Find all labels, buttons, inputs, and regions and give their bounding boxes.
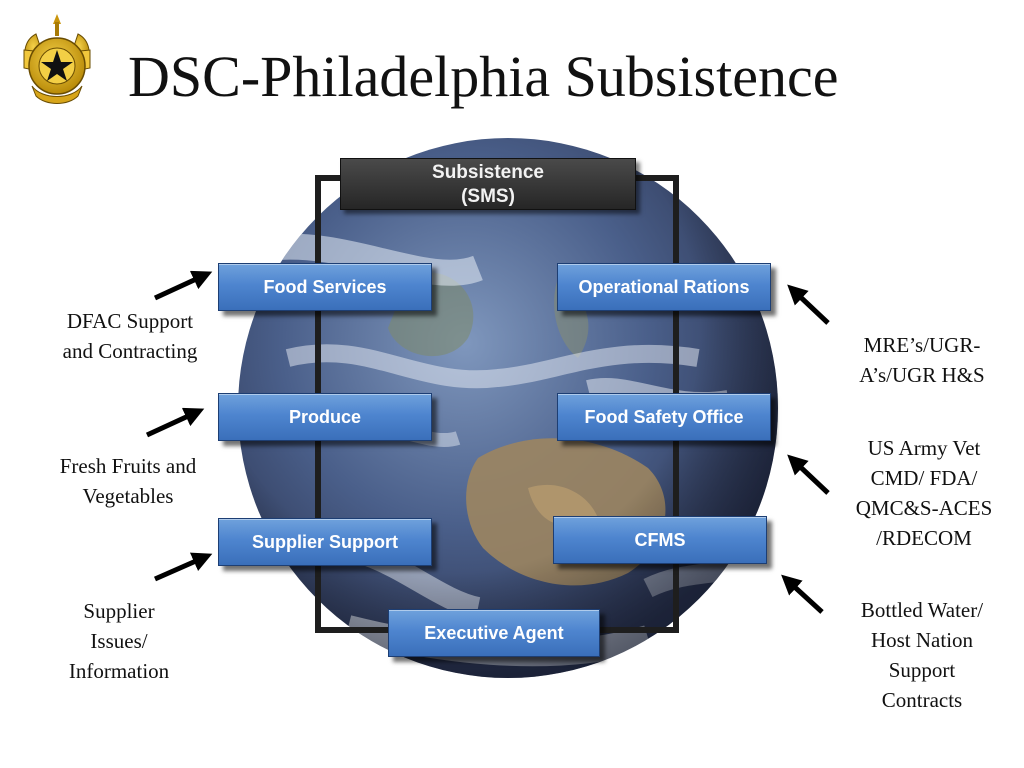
note-us-army-vet: US Army Vet CMD/ FDA/ QMC&S-ACES /RDECOM xyxy=(832,433,1016,553)
note-line: Support xyxy=(888,658,956,682)
note-line: A’s/UGR H&S xyxy=(859,363,985,387)
note-dfac: DFAC Support and Contracting xyxy=(40,306,220,366)
executive-agent-box: Executive Agent xyxy=(388,609,600,657)
note-line: and Contracting xyxy=(62,339,198,363)
arrow-right-3 xyxy=(781,574,824,614)
note-mre: MRE’s/UGR- A’s/UGR H&S xyxy=(834,330,1010,390)
note-line: Information xyxy=(68,659,170,683)
operational-rations-box: Operational Rations xyxy=(557,263,771,311)
cfms-box: CFMS xyxy=(553,516,767,564)
note-line: QMC&S-ACES xyxy=(855,496,993,520)
sms-header-box: Subsistence (SMS) xyxy=(340,158,636,210)
sms-header-line2: (SMS) xyxy=(461,186,515,207)
arrow-left-1 xyxy=(153,270,213,301)
sms-header-line1: Subsistence xyxy=(432,162,544,183)
note-bottled-water: Bottled Water/ Host Nation Support Contr… xyxy=(834,595,1010,715)
note-line: MRE’s/UGR- xyxy=(863,333,981,357)
note-line: Vegetables xyxy=(82,484,174,508)
note-supplier-issues: Supplier Issues/ Information xyxy=(40,596,198,686)
arrow-right-2 xyxy=(787,454,830,495)
arrow-left-3 xyxy=(153,552,213,582)
arrow-left-2 xyxy=(145,407,205,438)
note-line: Supplier xyxy=(83,599,155,623)
note-line: US Army Vet xyxy=(867,436,981,460)
note-fresh-fruits: Fresh Fruits and Vegetables xyxy=(30,451,226,511)
note-line: Fresh Fruits and xyxy=(59,454,197,478)
note-line: Contracts xyxy=(881,688,963,712)
food-safety-office-box: Food Safety Office xyxy=(557,393,771,441)
note-line: CMD/ FDA/ xyxy=(870,466,978,490)
arrow-right-1 xyxy=(787,284,830,325)
page-title: DSC-Philadelphia Subsistence xyxy=(128,44,839,109)
note-line: DFAC Support xyxy=(66,309,194,333)
note-line: Issues/ xyxy=(90,629,148,653)
quartermaster-insignia-icon xyxy=(23,14,91,104)
note-line: Host Nation xyxy=(870,628,974,652)
title-clip: DSC-Philadelphia Subsistence xyxy=(0,0,1024,134)
food-services-box: Food Services xyxy=(218,263,432,311)
note-line: /RDECOM xyxy=(876,526,972,550)
note-line: Bottled Water/ xyxy=(860,598,984,622)
produce-box: Produce xyxy=(218,393,432,441)
supplier-support-box: Supplier Support xyxy=(218,518,432,566)
